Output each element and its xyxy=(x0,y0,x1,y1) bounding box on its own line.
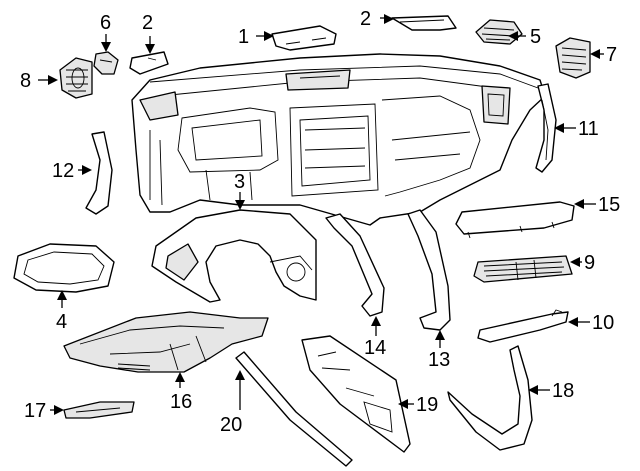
callout-17: 17 xyxy=(24,400,46,422)
part-2-speaker-grille-center xyxy=(391,15,457,31)
part-2-speaker-cover-left xyxy=(129,51,169,75)
callout-2-left: 2 xyxy=(142,12,153,34)
part-5-vent-small xyxy=(475,19,523,45)
callout-15: 15 xyxy=(598,194,620,216)
part-13-pillar-trim-right xyxy=(407,209,451,331)
callout-8: 8 xyxy=(20,70,31,92)
callout-19: 19 xyxy=(416,394,438,416)
part-14-pillar-trim-left xyxy=(325,213,385,317)
part-17-small-trim xyxy=(63,401,135,419)
part-19-lower-panel xyxy=(301,335,411,453)
part-4-cluster-lens xyxy=(13,243,115,293)
part-7-vent-right xyxy=(555,37,591,79)
callout-4: 4 xyxy=(56,311,67,333)
part-20-knee-panel xyxy=(235,351,353,467)
callout-14: 14 xyxy=(364,337,386,359)
part-1-top-cover xyxy=(271,25,337,51)
callout-labels: 1 2 2 3 4 5 6 7 8 9 10 11 12 13 14 15 16… xyxy=(20,8,620,436)
callout-2-center: 2 xyxy=(360,8,371,30)
callout-3: 3 xyxy=(234,171,245,193)
part-16-lower-console xyxy=(63,311,269,373)
part-6-switch xyxy=(93,51,119,75)
part-3-cluster-bezel xyxy=(151,209,317,303)
callout-12: 12 xyxy=(52,160,74,182)
part-9-center-vent xyxy=(473,255,573,283)
callout-20: 20 xyxy=(220,414,242,436)
part-12-end-cap-left xyxy=(85,131,113,215)
part-18-knee-trim-right xyxy=(447,345,533,451)
callout-1: 1 xyxy=(238,26,249,48)
callout-6: 6 xyxy=(100,12,111,34)
callout-13: 13 xyxy=(428,349,450,371)
callout-16: 16 xyxy=(170,391,192,413)
callout-5: 5 xyxy=(530,26,541,48)
part-10-trim-strip xyxy=(477,309,569,343)
callout-18: 18 xyxy=(552,380,574,402)
callout-11: 11 xyxy=(578,118,599,140)
callout-9: 9 xyxy=(584,252,595,274)
part-15-trim-panel-upper xyxy=(455,201,575,239)
part-8-vent-left xyxy=(59,57,93,99)
part-11-side-bezel-right xyxy=(535,83,557,173)
instrument-panel-frame xyxy=(131,53,546,226)
leader-lines xyxy=(38,14,604,415)
callout-10: 10 xyxy=(592,312,614,334)
callout-7: 7 xyxy=(606,44,617,66)
